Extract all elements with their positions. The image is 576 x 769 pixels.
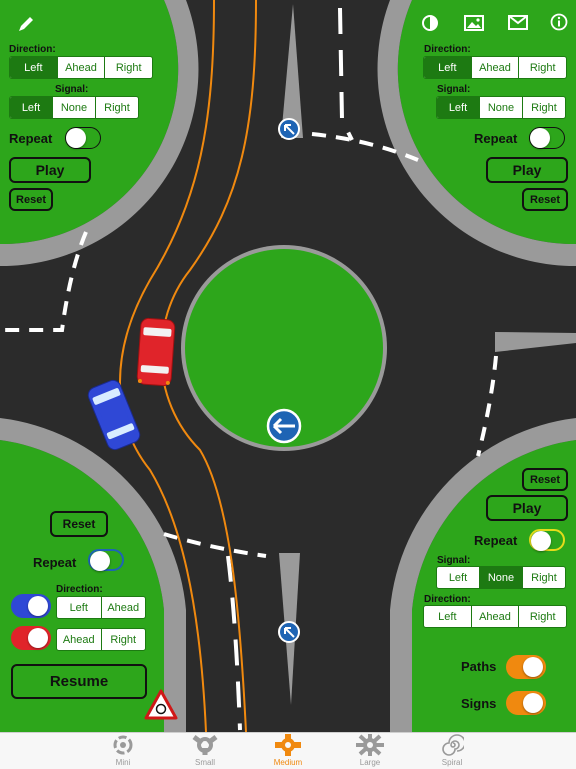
small-roundabout-icon [192, 735, 218, 755]
signal-selector[interactable]: Left None Right [436, 566, 566, 589]
signal-option[interactable]: None [479, 567, 522, 588]
play-button[interactable]: Play [486, 157, 568, 183]
reset-button[interactable]: Reset [522, 468, 568, 491]
repeat-toggle[interactable] [529, 529, 565, 551]
direction-option[interactable]: Right [518, 57, 566, 78]
spiral-roundabout-icon [442, 734, 464, 756]
reset-button[interactable]: Reset [522, 188, 568, 211]
direction-option[interactable]: Left [424, 57, 471, 78]
repeat-label: Repeat [474, 533, 518, 548]
medium-roundabout-icon [275, 734, 301, 756]
blue-car[interactable] [86, 378, 142, 452]
central-island [185, 249, 383, 447]
roundabout-warning-sign [144, 689, 178, 720]
tab-label: Spiral [441, 758, 463, 767]
direction-option[interactable]: Right [518, 606, 566, 627]
signal-label: Signal: [437, 84, 471, 95]
lane-markings [0, 7, 498, 731]
signal-label: Signal: [437, 555, 471, 566]
red-car-direction-selector[interactable]: Ahead Right [56, 628, 146, 651]
corner-grass-bottom-left [0, 418, 186, 732]
direction-label: Direction: [9, 44, 56, 55]
signal-label: Signal: [55, 84, 89, 95]
direction-selector[interactable]: Left Ahead Right [9, 56, 153, 79]
tab-label: Mini [115, 758, 131, 767]
play-button[interactable]: Play [9, 157, 91, 183]
signal-option[interactable]: Left [437, 97, 479, 118]
blue-car-direction-selector[interactable]: Left Ahead [56, 596, 146, 619]
paths-label: Paths [461, 659, 497, 674]
repeat-label: Repeat [474, 131, 518, 146]
tab-small[interactable]: Small [165, 733, 245, 769]
repeat-label: Repeat [33, 555, 77, 570]
signal-selector[interactable]: Left None Right [9, 96, 139, 119]
roundabout-direction-sign [266, 408, 302, 444]
tab-medium[interactable]: Medium [248, 733, 328, 769]
direction-option[interactable]: Ahead [470, 57, 519, 78]
direction-label: Direction: [424, 44, 471, 55]
info-icon[interactable] [550, 13, 568, 31]
direction-option[interactable]: Left [69, 601, 88, 614]
direction-option[interactable]: Right [104, 57, 152, 78]
red-car-toggle[interactable] [11, 626, 51, 650]
repeat-toggle[interactable] [88, 549, 124, 571]
direction-option[interactable]: Ahead [470, 606, 519, 627]
tab-mini[interactable]: Mini [83, 733, 163, 769]
direction-label: Direction: [424, 594, 471, 605]
large-roundabout-icon [356, 734, 384, 756]
tab-bar: Mini Small Medium Large Spiral [0, 732, 576, 769]
roundabout-scene [0, 0, 576, 732]
direction-option[interactable]: Ahead [62, 633, 95, 646]
contrast-icon[interactable] [421, 14, 439, 32]
tab-label: Medium [273, 758, 303, 767]
red-car[interactable] [136, 317, 176, 387]
direction-option[interactable]: Ahead [56, 57, 105, 78]
direction-selector[interactable]: Left Ahead Right [423, 605, 567, 628]
keep-left-sign-south [278, 621, 300, 643]
signs-toggle[interactable] [506, 691, 546, 715]
tab-label: Large [359, 758, 381, 767]
tab-spiral[interactable]: Spiral [412, 733, 492, 769]
signal-option[interactable]: Left [448, 571, 468, 584]
signal-option[interactable]: Left [10, 97, 52, 118]
tab-large[interactable]: Large [330, 733, 410, 769]
direction-option[interactable]: Ahead [100, 597, 146, 618]
direction-selector[interactable]: Left Ahead Right [423, 56, 567, 79]
repeat-label: Repeat [9, 131, 53, 146]
reset-button[interactable]: Reset [50, 511, 108, 537]
image-icon[interactable] [464, 14, 484, 32]
direction-label: Direction: [56, 584, 103, 595]
splitter-island-east [495, 332, 576, 352]
splitter-island-north [281, 4, 303, 138]
direction-option[interactable]: Right [100, 629, 146, 650]
tab-label: Small [194, 758, 215, 767]
pencil-icon[interactable] [16, 14, 36, 34]
reset-button[interactable]: Reset [9, 188, 53, 211]
signal-option[interactable]: Right [522, 567, 565, 588]
signal-selector[interactable]: Left None Right [436, 96, 566, 119]
blue-car-toggle[interactable] [11, 594, 51, 618]
play-button[interactable]: Play [486, 495, 568, 521]
keep-left-sign-north [278, 118, 300, 140]
signal-option[interactable]: None [479, 97, 522, 118]
signal-option[interactable]: None [52, 97, 95, 118]
signal-option[interactable]: Right [95, 97, 138, 118]
signs-label: Signs [461, 696, 497, 711]
direction-option[interactable]: Left [10, 57, 57, 78]
repeat-toggle[interactable] [65, 127, 101, 149]
mini-roundabout-icon [113, 735, 133, 755]
direction-option[interactable]: Left [438, 610, 457, 623]
signal-option[interactable]: Right [522, 97, 565, 118]
mail-icon[interactable] [508, 15, 528, 30]
resume-button[interactable]: Resume [11, 664, 147, 699]
repeat-toggle[interactable] [529, 127, 565, 149]
paths-toggle[interactable] [506, 655, 546, 679]
